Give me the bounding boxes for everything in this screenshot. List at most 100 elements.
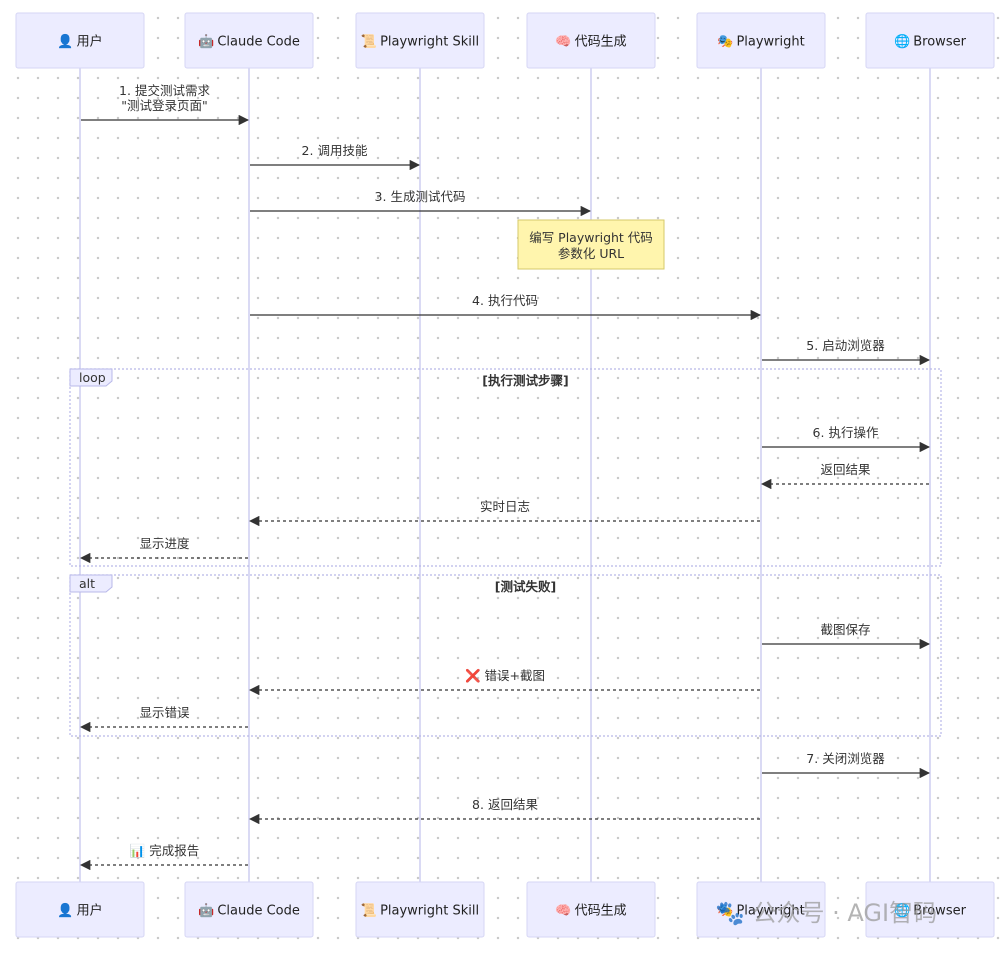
actor-label: 🤖Claude Code bbox=[198, 34, 300, 50]
frame-kind-label: alt bbox=[79, 576, 95, 591]
message-9: 显示进度 bbox=[79, 536, 248, 564]
watermark: 🐾 公众号 · AGI智码 bbox=[715, 899, 937, 927]
actor-name: Playwright Skill bbox=[380, 904, 479, 919]
actor-box bbox=[355, 881, 485, 938]
message-label: 5. 启动浏览器 bbox=[806, 338, 885, 353]
message-label: 📊 完成报告 bbox=[130, 843, 200, 858]
globe-icon: 🌐 bbox=[894, 903, 910, 919]
actor-name: 用户 bbox=[77, 903, 103, 919]
message-10: 截图保存 bbox=[762, 622, 931, 650]
actor-name: Playwright bbox=[736, 904, 804, 919]
message-label: 6. 执行操作 bbox=[813, 425, 879, 440]
message-4: 4. 执行代码 bbox=[250, 293, 762, 321]
actor-claude-bottom: 🤖Claude Code bbox=[184, 881, 314, 938]
actor-name: Browser bbox=[913, 35, 966, 50]
message-11: ❌ 错误+截图 bbox=[248, 668, 760, 696]
message-label: 截图保存 bbox=[820, 622, 870, 637]
actor-codegen-bottom: 🧠 代码生成 bbox=[526, 881, 656, 938]
actor-label: 🎭Playwright bbox=[717, 904, 804, 919]
actor-label: 👤用户 bbox=[57, 903, 102, 919]
frame-loop: loop [执行测试步骤] bbox=[69, 368, 942, 567]
message-label: 显示进度 bbox=[139, 536, 190, 551]
actor-skill-top: 📜Playwright Skill bbox=[355, 12, 485, 69]
actor-browser-bottom: 🌐Browser bbox=[865, 881, 995, 938]
actor-playwright-bottom: 🎭Playwright bbox=[696, 881, 826, 938]
note-box bbox=[517, 219, 665, 270]
actor-label: 🌐Browser bbox=[894, 34, 967, 50]
message-label: 8. 返回结果 bbox=[472, 797, 538, 812]
actor-name: 代码生成 bbox=[575, 35, 627, 50]
actor-box bbox=[696, 881, 826, 938]
actor-box bbox=[15, 881, 145, 938]
actor-browser-top: 🌐Browser bbox=[865, 12, 995, 69]
actor-box bbox=[865, 881, 995, 938]
message-label: 返回结果 bbox=[820, 462, 871, 477]
message-1: 1. 提交测试需求"测试登录页面" bbox=[81, 83, 250, 126]
actor-label: 🤖Claude Code bbox=[198, 903, 300, 919]
user-icon: 👤 bbox=[57, 34, 73, 50]
brain-icon: 🧠 bbox=[555, 35, 571, 50]
actor-name: 代码生成 bbox=[575, 904, 627, 919]
message-label: 实时日志 bbox=[480, 499, 530, 514]
message-8: 实时日志 bbox=[248, 499, 760, 527]
message-15: 📊 完成报告 bbox=[79, 843, 248, 871]
frame-tag bbox=[69, 368, 113, 387]
actor-name: Playwright bbox=[736, 35, 804, 50]
message-label: 3. 生成测试代码 bbox=[375, 189, 466, 204]
frame-condition: [测试失败] bbox=[495, 579, 556, 594]
message-12: 显示错误 bbox=[79, 705, 248, 733]
actor-name: Claude Code bbox=[217, 35, 300, 50]
message-3: 3. 生成测试代码 bbox=[250, 189, 592, 217]
frame-kind-label: loop bbox=[79, 370, 106, 385]
theater-masks-icon: 🎭 bbox=[717, 35, 733, 50]
message-label: ❌ 错误+截图 bbox=[465, 668, 545, 684]
actor-label: 🌐Browser bbox=[894, 903, 967, 919]
robot-icon: 🤖 bbox=[198, 34, 214, 50]
actor-skill-bottom: 📜Playwright Skill bbox=[355, 881, 485, 938]
message-6: 6. 执行操作 bbox=[762, 425, 931, 453]
frame-condition: [执行测试步骤] bbox=[482, 373, 568, 388]
actor-user-top: 👤用户 bbox=[15, 12, 145, 69]
message-label: 2. 调用技能 bbox=[302, 143, 368, 158]
actor-name: Browser bbox=[913, 904, 966, 919]
actor-user-bottom: 👤用户 bbox=[15, 881, 145, 938]
actor-playwright-top: 🎭Playwright bbox=[696, 12, 826, 69]
message-label: 1. 提交测试需求 bbox=[119, 83, 210, 98]
frame-alt: alt [测试失败] bbox=[69, 574, 942, 737]
message-label: "测试登录页面" bbox=[121, 98, 208, 113]
actor-box bbox=[184, 12, 314, 69]
message-14: 8. 返回结果 bbox=[248, 797, 760, 825]
theater-masks-icon: 🎭 bbox=[717, 904, 733, 919]
actor-claude-top: 🤖Claude Code bbox=[184, 12, 314, 69]
actor-codegen-top: 🧠 代码生成 bbox=[526, 12, 656, 69]
user-icon: 👤 bbox=[57, 903, 73, 919]
actor-label: 📜Playwright Skill bbox=[361, 34, 479, 50]
actor-box bbox=[526, 12, 656, 69]
note-line: 编写 Playwright 代码 bbox=[529, 230, 653, 245]
message-5: 5. 启动浏览器 bbox=[762, 338, 931, 366]
actor-box bbox=[696, 12, 826, 69]
actor-label: 🧠 代码生成 bbox=[555, 35, 626, 50]
message-label: 显示错误 bbox=[139, 705, 190, 720]
actor-label: 🧠 代码生成 bbox=[555, 904, 626, 919]
frame-border bbox=[69, 574, 942, 737]
frame-tag bbox=[69, 574, 113, 593]
message-2: 2. 调用技能 bbox=[250, 143, 421, 171]
message-7: 返回结果 bbox=[760, 462, 929, 490]
message-label: 7. 关闭浏览器 bbox=[806, 751, 885, 766]
robot-icon: 🤖 bbox=[198, 903, 214, 919]
actor-label: 👤用户 bbox=[57, 34, 102, 50]
message-13: 7. 关闭浏览器 bbox=[762, 751, 931, 779]
note-line: 参数化 URL bbox=[558, 246, 624, 261]
actor-box bbox=[355, 12, 485, 69]
actor-label: 🎭Playwright bbox=[717, 35, 804, 50]
actor-box bbox=[526, 881, 656, 938]
scroll-icon: 📜 bbox=[361, 903, 377, 919]
globe-icon: 🌐 bbox=[894, 34, 910, 50]
actor-label: 📜Playwright Skill bbox=[361, 903, 479, 919]
actor-name: Claude Code bbox=[217, 904, 300, 919]
brain-icon: 🧠 bbox=[555, 904, 571, 919]
frame-border bbox=[69, 368, 942, 567]
